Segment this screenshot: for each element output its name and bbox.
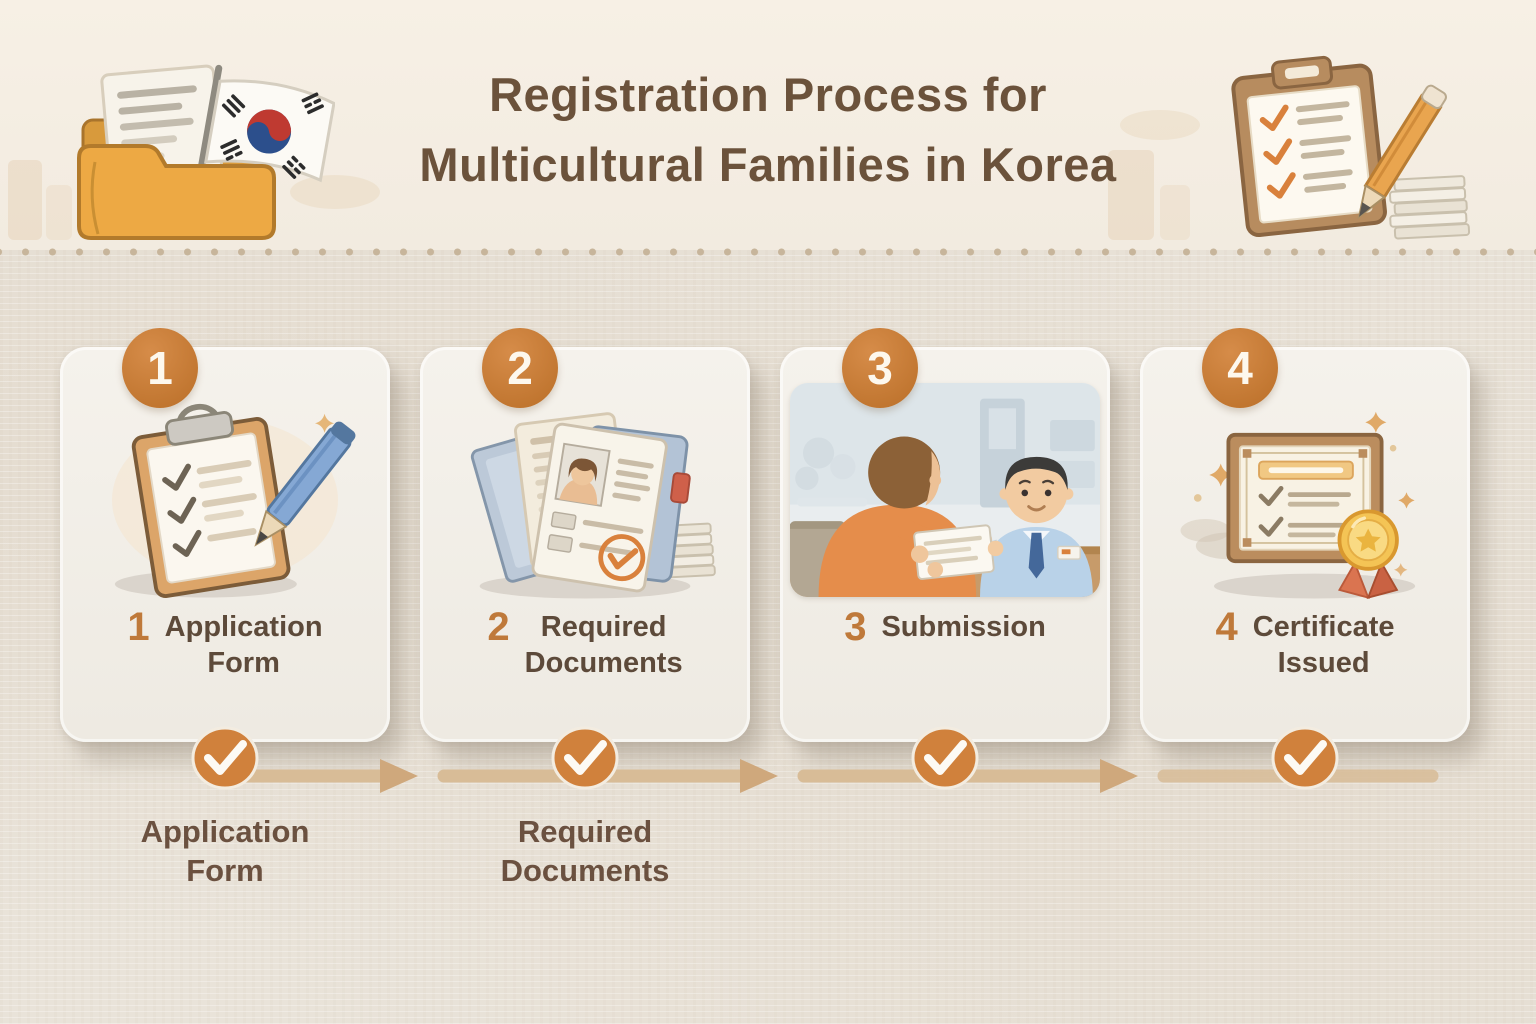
label-line: Certificate	[1252, 611, 1395, 643]
counter-submission-scene-illustration	[790, 383, 1100, 597]
timeline-label-3	[780, 812, 1110, 890]
clipboard-checklist-pen-illustration	[60, 385, 390, 610]
process-timeline	[0, 724, 1536, 808]
label-line: Issued	[1277, 647, 1370, 679]
folder-documents-korean-flag-icon	[55, 58, 336, 251]
documents-id-card-stamp-illustration	[420, 385, 750, 610]
check-circle-icon	[551, 726, 619, 790]
arrow-right-icon	[740, 759, 778, 793]
label-line: Submission	[881, 611, 1046, 643]
step-label-text: Certificate Issued	[1253, 609, 1395, 681]
timeline-labels: Application Form Required Documents	[60, 812, 1470, 890]
certificate-gold-medal-illustration	[1140, 385, 1470, 610]
label-line: Form	[207, 647, 280, 679]
skyline-building-shape	[1160, 185, 1190, 240]
label-line: Form	[186, 853, 264, 888]
step-number-badge: 4	[1202, 328, 1278, 408]
step-label-number: 3	[844, 605, 867, 649]
skyline-building-shape	[46, 185, 72, 240]
cloud-shape	[1120, 110, 1200, 140]
check-circle-icon	[191, 726, 259, 790]
step-number-badge: 2	[482, 328, 558, 408]
step-label: 2 Required Documents	[420, 605, 750, 681]
step-card-2: 2	[420, 328, 750, 742]
check-circle-icon	[911, 726, 979, 790]
arrow-right-icon	[380, 759, 418, 793]
header: Registration Process for Multicultural F…	[0, 0, 1536, 258]
step-label-text: Application Form	[165, 609, 323, 681]
label-line: Required	[517, 814, 653, 849]
step-label-text: Required Documents	[525, 609, 683, 681]
step-number: 2	[507, 342, 533, 394]
step-card-4: 4	[1140, 328, 1470, 742]
dotted-divider	[0, 246, 1536, 258]
check-circle-icon	[1271, 726, 1339, 790]
timeline-label-2: Required Documents	[420, 812, 750, 890]
step-card-1: 1	[60, 328, 390, 742]
timeline-label-4	[1140, 812, 1470, 890]
label-line: Documents	[500, 853, 670, 888]
page-title: Registration Process for Multicultural F…	[0, 0, 1536, 200]
title-line-2: Multicultural Families in Korea	[419, 138, 1117, 191]
step-number-badge: 3	[842, 328, 918, 408]
step-label-text: Submission	[881, 609, 1045, 645]
cloud-shape	[290, 175, 380, 209]
title-line-1: Registration Process for	[489, 68, 1047, 121]
timeline-label-1: Application Form	[60, 812, 390, 890]
step-label-number: 2	[487, 605, 510, 649]
sparkle-icon	[315, 413, 335, 433]
label-line: Application	[140, 814, 310, 849]
steps-row: 1	[60, 328, 1470, 742]
label-line: Required	[540, 611, 667, 643]
skyline-building-shape	[8, 160, 42, 240]
label-line: Application	[164, 611, 323, 643]
label-line: Documents	[524, 647, 683, 679]
sparkle-icon	[1209, 411, 1415, 577]
arrow-right-icon	[1100, 759, 1138, 793]
skyline-building-shape	[1108, 150, 1154, 240]
step-card-3: 3	[780, 328, 1110, 742]
step-label: 4 Certificate Issued	[1140, 605, 1470, 681]
step-number-badge: 1	[122, 328, 198, 408]
step-label: 3 Submission	[780, 605, 1110, 649]
step-number: 3	[867, 342, 893, 394]
step-number: 1	[147, 342, 173, 394]
step-number: 4	[1227, 342, 1253, 394]
clipboard-checklist-pencil-papers-icon	[1182, 48, 1474, 255]
step-label: 1 Application Form	[60, 605, 390, 681]
step-label-number: 4	[1215, 605, 1238, 649]
step-label-number: 1	[127, 605, 150, 649]
timeline-arrows	[221, 759, 1439, 793]
